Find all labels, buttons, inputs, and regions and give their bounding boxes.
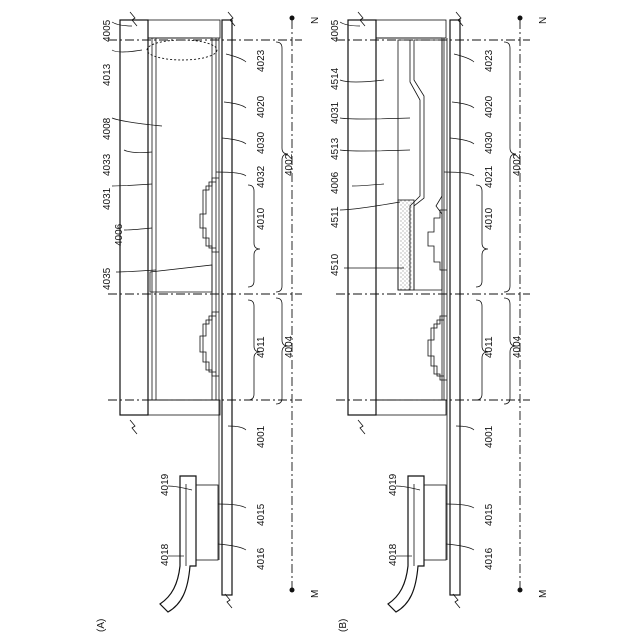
label-4031-a: 4031 [102,187,113,210]
sealant-4005-bottom-a [148,400,220,415]
panel-a: 4005 4013 4008 4033 4031 4006 4035 4023 … [96,12,321,632]
label-4015-b: 4015 [484,503,495,526]
label-4010-a: 4010 [256,207,267,230]
sealant-4005-top-a [148,20,220,38]
substrate-4006-a [120,20,148,415]
label-m-b: M [538,590,549,598]
label-4004-b: 4004 [512,335,523,358]
label-m-a: M [310,590,321,598]
label-4019-a: 4019 [160,473,171,496]
liquid-crystal-4008-a [148,38,212,400]
label-4001-b: 4001 [484,425,495,448]
label-4004-a: 4004 [284,335,295,358]
label-4002-b: 4002 [512,153,523,176]
label-4006-b: 4006 [330,171,341,194]
label-4023-a: 4023 [256,49,267,72]
label-4016-b: 4016 [484,547,495,570]
label-n-b: N [538,17,549,24]
label-4011-b: 4011 [484,336,495,358]
point-m-b [518,588,523,593]
label-4015-a: 4015 [256,503,267,526]
region-4013-ellipse-a [147,40,217,60]
label-4008-a: 4008 [102,117,113,140]
label-4511-b: 4511 [330,206,341,228]
label-4001-a: 4001 [256,425,267,448]
anisotropic-film-4019-b [424,485,446,560]
label-4033-a: 4033 [102,153,113,176]
label-4514-b: 4514 [330,67,341,90]
spacer-4035-a [150,265,212,292]
point-m-a [290,588,295,593]
label-n-a: N [310,17,321,24]
substrate-4006-b [348,20,376,415]
label-4510-b: 4510 [330,253,341,276]
label-4035-a: 4035 [102,267,113,290]
label-4019-b: 4019 [388,473,399,496]
label-4030-a: 4030 [256,131,267,154]
panel-b-caption: (B) [338,619,349,632]
label-4031-b: 4031 [330,101,341,124]
point-n-b [518,16,523,21]
label-4021-b: 4021 [484,165,495,188]
label-4030-b: 4030 [484,131,495,154]
label-4020-a: 4020 [256,95,267,118]
sealant-4005-top-b [376,20,446,38]
panel-a-caption: (A) [96,619,107,632]
label-4513-b: 4513 [330,137,341,160]
anisotropic-film-4019-a [196,485,218,560]
label-4013-a: 4013 [102,63,113,86]
element-substrate-4001-b [450,20,460,595]
panel-b: 4005 4514 4031 4513 4006 4511 4510 4023 … [330,12,549,632]
element-substrate-4001-a [222,20,232,595]
label-4032-a: 4032 [256,165,267,188]
label-4006-a: 4006 [114,223,125,246]
label-4011-a: 4011 [256,336,267,358]
label-4020-b: 4020 [484,95,495,118]
label-4005-a: 4005 [102,19,113,42]
label-4018-a: 4018 [160,543,171,566]
label-4005-b: 4005 [330,19,341,42]
label-4010-b: 4010 [484,207,495,230]
label-4023-b: 4023 [484,49,495,72]
point-n-a [290,16,295,21]
label-4016-a: 4016 [256,547,267,570]
label-4002-a: 4002 [284,153,295,176]
label-4018-b: 4018 [388,543,399,566]
light-emitting-4513-b [414,40,442,290]
sealant-4005-bottom-b [376,400,446,415]
